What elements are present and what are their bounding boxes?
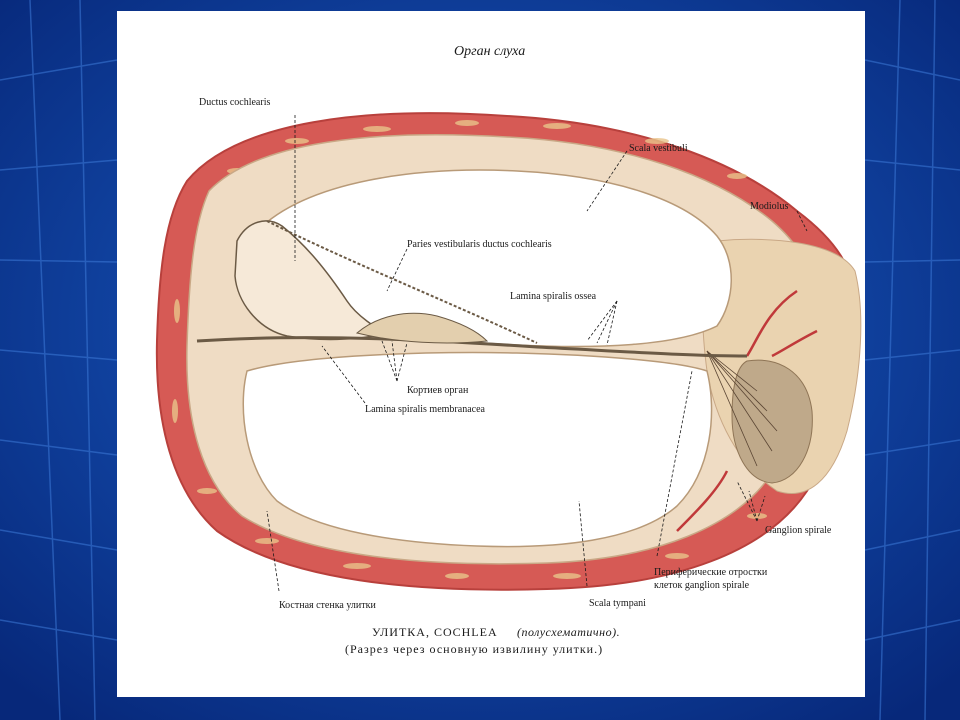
label-ductus-cochlearis: Ductus cochlearis: [199, 97, 271, 108]
lamina-spiralis: [196, 336, 748, 358]
organ-of-corti: [355, 312, 489, 344]
caption-main: УЛИТКА, COCHLEA: [372, 625, 497, 639]
label-modiolus: Modiolus: [750, 201, 789, 212]
label-periferic-line1: Периферические отростки: [654, 567, 768, 578]
caption-line1: УЛИТКА, COCHLEA (полусхематично).: [372, 625, 620, 640]
label-kostnaya-stenka: Костная стенка улитки: [279, 600, 376, 611]
diagram-title: Орган слуха: [454, 44, 526, 59]
label-ganglion-spirale: Ganglion spirale: [765, 525, 832, 536]
cochlea-diagram: [155, 112, 862, 592]
label-scala-tympani: Scala tympani: [589, 598, 646, 609]
ganglion-spirale: [731, 359, 813, 484]
label-scala-vestibuli: Scala vestibuli: [629, 143, 688, 154]
label-periferic-line2: клеток ganglion spirale: [654, 580, 750, 591]
label-kortiev-organ: Кортиев орган: [407, 385, 469, 396]
paries-vestibularis-membrane: [266, 220, 538, 344]
scala-tympani: [242, 351, 713, 548]
label-paries-vestibularis: Paries vestibularis ductus cochlearis: [407, 239, 552, 250]
illustration-plate: Орган слуха Ductus cochlearis Scala vest…: [117, 11, 865, 697]
label-lamina-spiralis-membranacea: Lamina spiralis membranacea: [365, 404, 485, 415]
label-lamina-spiralis-ossea: Lamina spiralis ossea: [510, 291, 597, 302]
caption-line2: (Разрез через основную извилину улитки.): [345, 642, 604, 656]
caption-note: (полусхематично).: [516, 625, 621, 639]
